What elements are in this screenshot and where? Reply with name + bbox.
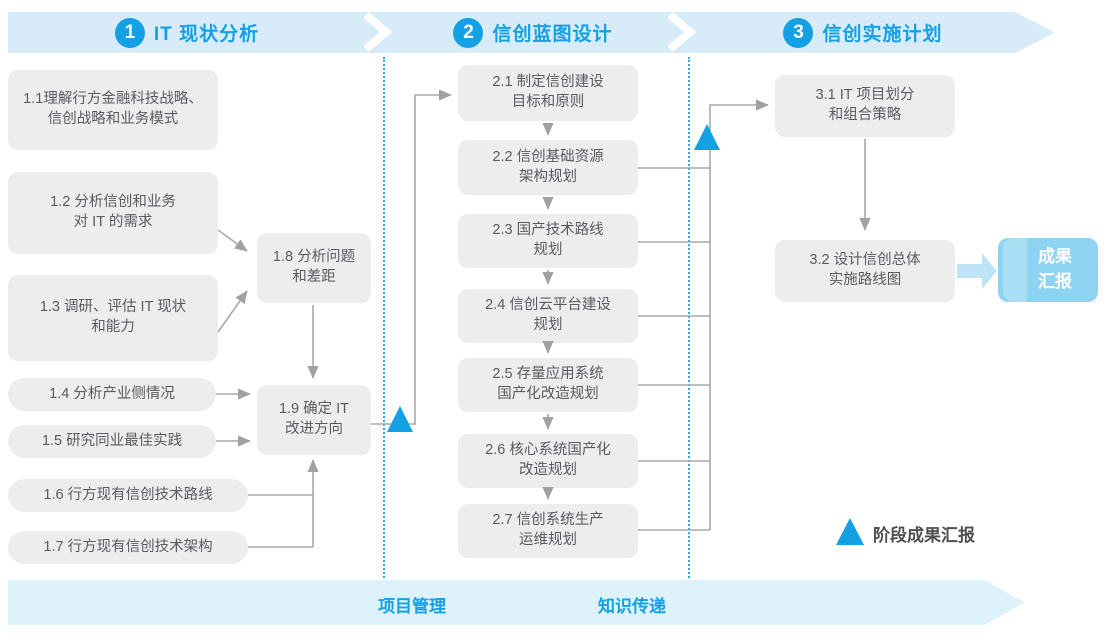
phase-1-header: 1 IT 现状分析 [8,12,366,53]
step-box-3-1: 3.1 IT 项目划分 和组合策略 [775,75,955,137]
deliverable-label: 成果 汇报 [1038,247,1072,291]
footer-project-management-label: 项目管理 [378,597,446,616]
phase-1-number-badge: 1 [114,17,145,48]
phase-2-header: 2 信创蓝图设计 [394,12,672,53]
legend-milestone-label: 阶段成果汇报 [873,526,975,545]
step-box-1-2: 1.2 分析信创和业务 对 IT 的需求 [8,172,218,254]
footer-band [8,580,1025,625]
step-box-1-5: 1.5 研究同业最佳实践 [8,425,216,458]
phase-3-title: 信创实施计划 [822,24,943,45]
phase-1-title: IT 现状分析 [153,24,260,45]
blue-triangle-icon [387,406,413,432]
step-box-2-7: 2.7 信创系统生产 运维规划 [458,504,638,558]
step-box-1-6: 1.6 行方现有信创技术路线 [8,479,248,512]
step-box-1-4: 1.4 分析产业侧情况 [8,378,216,411]
step-box-3-2: 3.2 设计信创总体 实施路线图 [775,240,955,302]
phase-3-number-badge: 3 [783,17,814,48]
blue-triangle-icon [694,124,720,150]
step-box-2-6: 2.6 核心系统国产化 改造规划 [458,434,638,488]
phase-2-number-badge: 2 [453,17,484,48]
step-box-1-7: 1.7 行方现有信创技术架构 [8,531,248,564]
phase-header-band [8,12,1055,53]
phase-divider-dotted-line [383,57,385,578]
step-box-2-1: 2.1 制定信创建设 目标和原则 [458,65,638,121]
footer-knowledge-transfer-label: 知识传递 [598,597,666,616]
step-box-2-3: 2.3 国产技术路线 规划 [458,214,638,268]
step-box-1-3: 1.3 调研、评估 IT 现状 和能力 [8,275,218,361]
step-box-2-2: 2.2 信创基础资源 架构规划 [458,140,638,195]
phase-divider-dotted-line [688,57,690,578]
phase-3-header: 3 信创实施计划 [698,12,1028,53]
fat-arrow-right-icon [957,253,997,289]
phase-2-title: 信创蓝图设计 [492,24,613,45]
step-box-1-9: 1.9 确定 IT 改进方向 [257,385,371,455]
step-box-2-4: 2.4 信创云平台建设 规划 [458,289,638,343]
step-box-2-5: 2.5 存量应用系统 国产化改造规划 [458,358,638,412]
blue-triangle-icon [836,518,864,545]
deliverable-highlight-stripe [1003,238,1027,302]
step-box-1-1: 1.1理解行方金融科技战略、 信创战略和业务模式 [8,70,218,150]
deliverable-box: 成果 汇报 [998,238,1098,302]
step-box-1-8: 1.8 分析问题 和差距 [257,233,371,303]
